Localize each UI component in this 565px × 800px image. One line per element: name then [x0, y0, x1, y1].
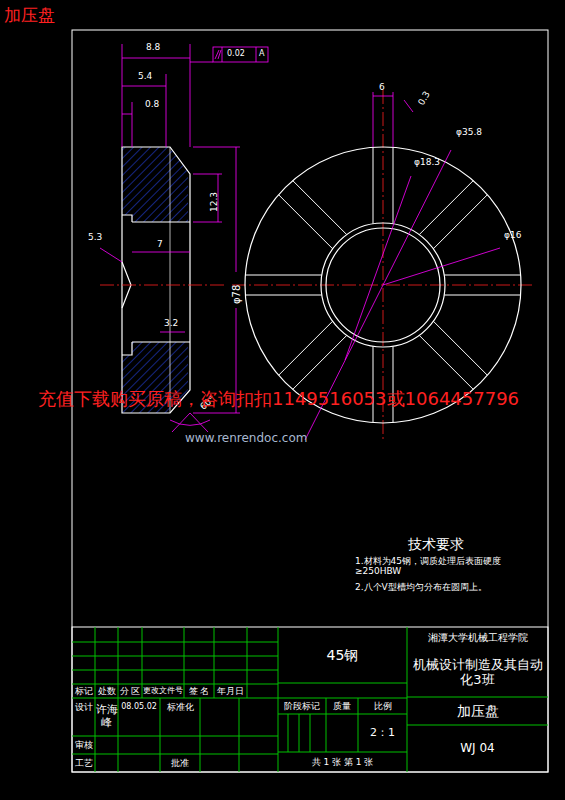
- dimension: φ16: [504, 230, 521, 240]
- table-cell: 标准化: [160, 698, 200, 716]
- watermark: 充值下载购买原稿，咨询扣扣1149516053或1064457796: [38, 389, 519, 410]
- dimension: 6: [379, 82, 385, 92]
- dimension: 0.3: [416, 90, 432, 108]
- table-cell: WJ 04: [407, 725, 548, 772]
- tolerance-value: 0.02: [227, 49, 245, 58]
- table-cell: 阶段标记: [278, 698, 326, 714]
- watermark: www.renrendoc.com: [185, 432, 307, 446]
- table-cell: 更改文件号: [142, 684, 184, 698]
- dimension: 0.8: [145, 99, 159, 109]
- table-cell: 审核: [72, 736, 95, 754]
- table-cell: 批准: [160, 754, 200, 772]
- table-cell: 08.05.02: [118, 698, 160, 716]
- table-cell: 45钢: [278, 627, 407, 683]
- dimension: 5.3: [88, 232, 102, 242]
- dimension: φ78: [231, 285, 243, 304]
- table-cell: 年月日: [214, 684, 247, 698]
- dimension: φ18.3: [414, 157, 440, 167]
- table-cell: 签 名: [184, 684, 214, 698]
- table-cell: 处数: [95, 684, 118, 698]
- dimension: φ35.8: [456, 127, 482, 137]
- note: 2.八个V型槽均匀分布在圆周上。: [355, 582, 540, 592]
- table-cell: 标记: [72, 684, 95, 698]
- table-cell: 湘潭大学机械工程学院: [407, 627, 548, 649]
- table-cell: 设计: [72, 698, 95, 716]
- table-cell: 2：1: [358, 720, 407, 746]
- table-cell: 分 区: [118, 684, 142, 698]
- table-cell: 共 1 张 第 1 张: [278, 752, 407, 772]
- table-cell: 机械设计制造及其自动化3班: [407, 649, 548, 697]
- table-cell: 工艺: [72, 754, 95, 772]
- sheet-title: 加压盘: [4, 6, 55, 26]
- table-cell: 许海峰: [95, 699, 118, 735]
- note-heading: 技术要求: [408, 536, 464, 552]
- dimension: 5.4: [138, 71, 152, 81]
- table-cell: 加压盘: [407, 697, 548, 725]
- dimension: 8.8: [146, 42, 160, 52]
- dimension: 12.3: [209, 192, 219, 212]
- datum-letter: A: [259, 49, 264, 58]
- table-cell: 质量: [326, 698, 358, 714]
- table-cell: 比例: [358, 698, 407, 714]
- dimension: 3.2: [164, 318, 178, 328]
- note: 1.材料为45钢，调质处理后表面硬度 ≥250HBW: [355, 556, 540, 577]
- dimension: 7: [157, 239, 163, 249]
